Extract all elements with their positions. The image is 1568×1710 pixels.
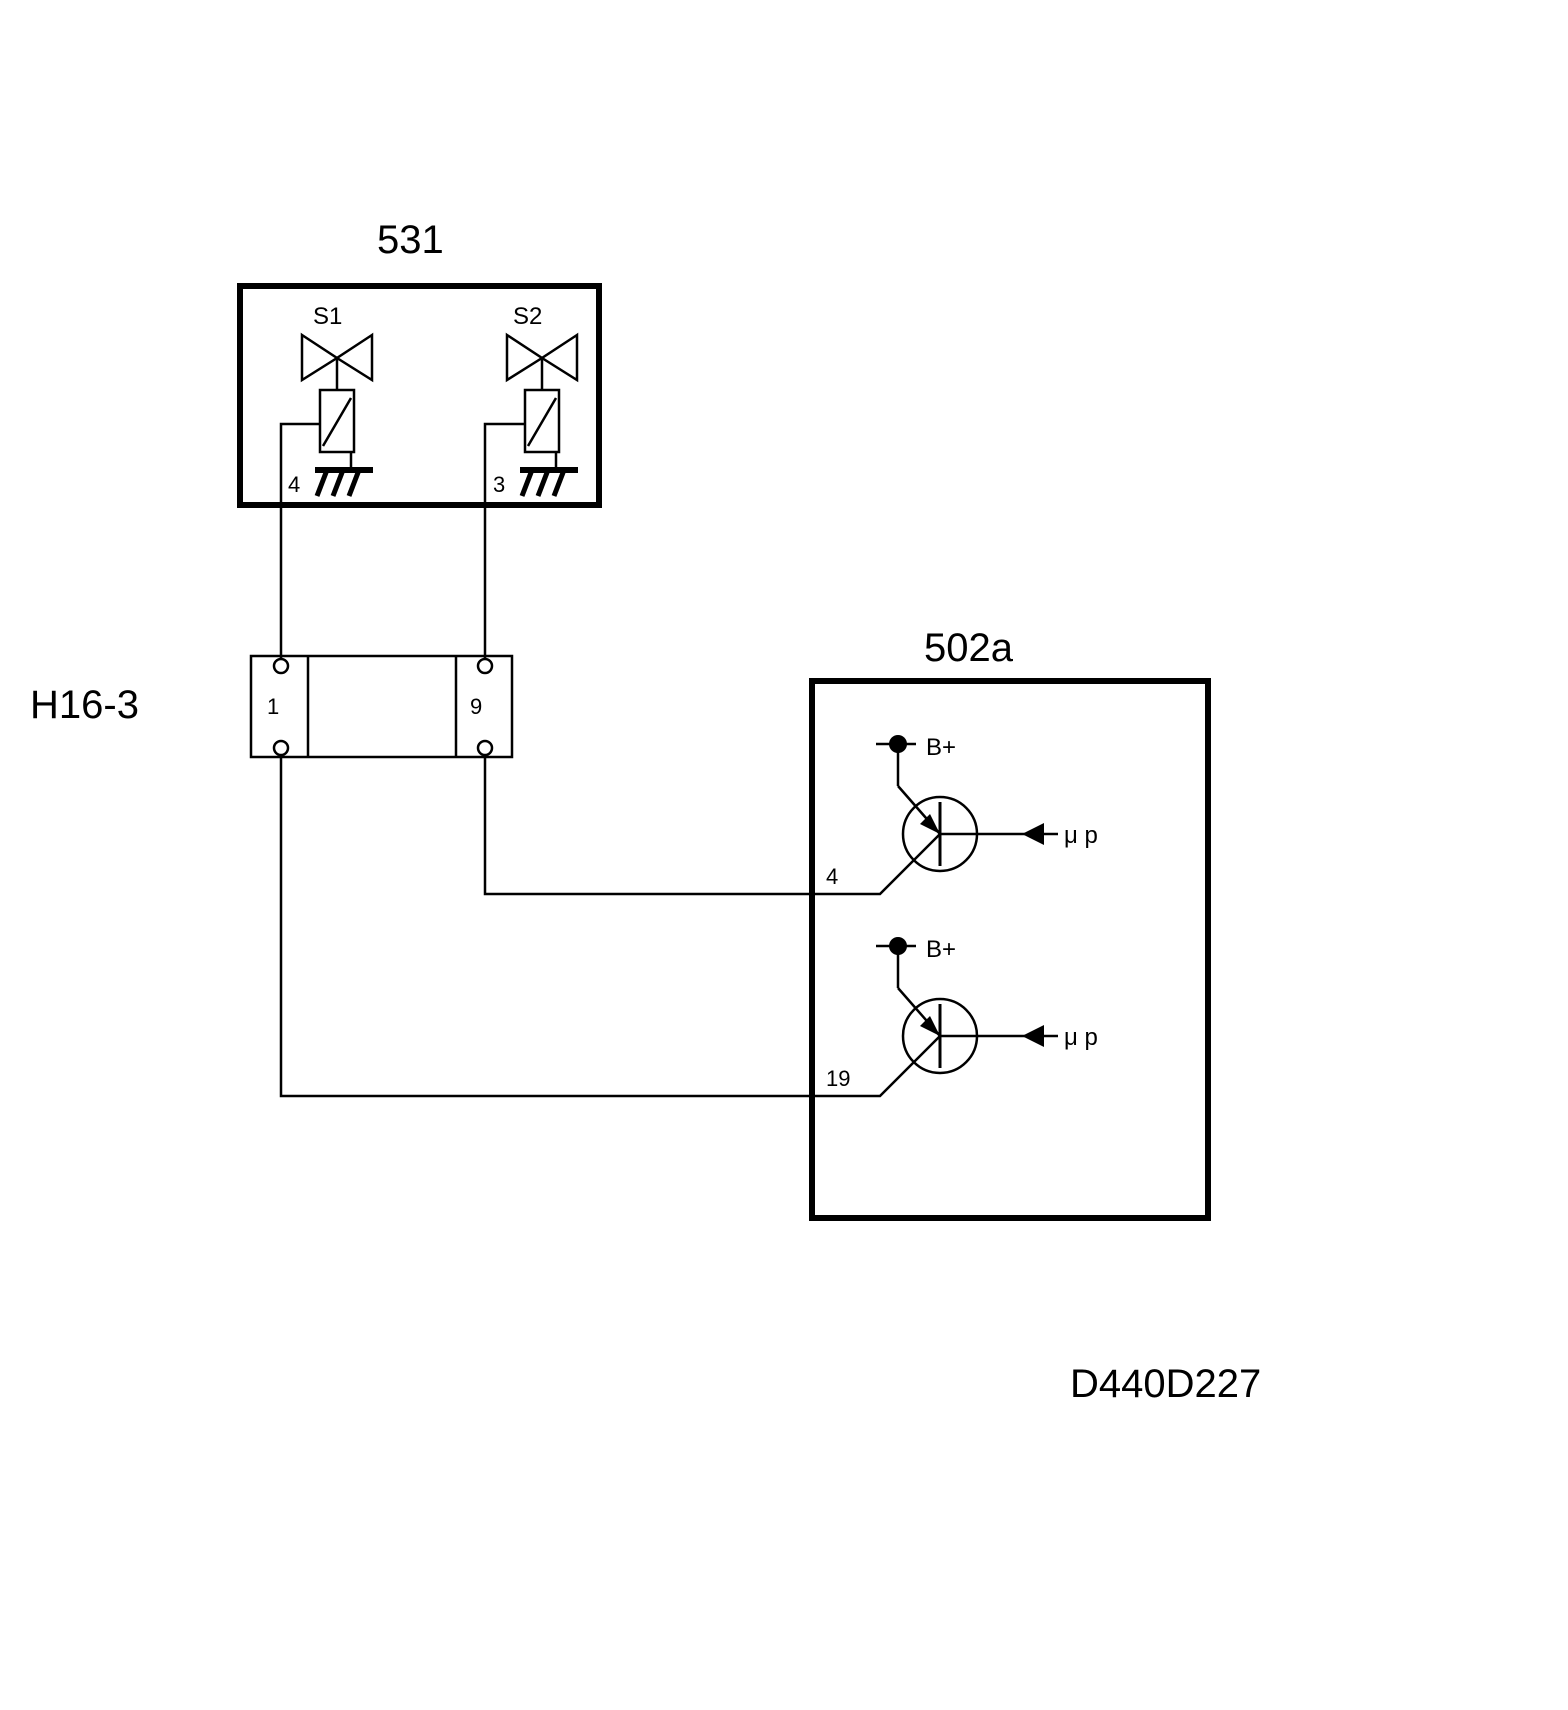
driver2-input-label: μ p (1064, 1024, 1098, 1051)
driver1-pin: 4 (826, 864, 838, 889)
control-module-label: 502a (924, 626, 1014, 670)
solenoid-valve-s1: S1 4 (279, 303, 373, 660)
driver-output-1: B+ μ p 4 (826, 733, 1098, 889)
driver2-supply-label: B+ (926, 936, 956, 963)
driver1-input-label: μ p (1064, 822, 1098, 849)
valve-s1-pin: 4 (288, 472, 300, 497)
connector-h16-3: 1 9 (249, 654, 514, 759)
solenoid-unit-label: 531 (377, 218, 444, 262)
driver1-supply-label: B+ (926, 734, 956, 761)
drawing-id: D440D227 (1070, 1362, 1261, 1406)
wire-pin1-to-pin19 (279, 755, 941, 1098)
driver2-pin: 19 (826, 1066, 850, 1091)
solenoid-valve-s2: S2 3 (483, 303, 578, 660)
valve-s2-label: S2 (513, 303, 542, 330)
solenoid-unit-box (237, 283, 602, 508)
driver-output-2: B+ μ p 19 (826, 935, 1098, 1091)
valve-s2-pin: 3 (493, 472, 505, 497)
control-module-box (809, 678, 1211, 1221)
valve-s1-label: S1 (313, 303, 342, 330)
connector-pin-9: 9 (470, 694, 482, 719)
wire-pin9-to-pin4 (483, 755, 941, 896)
connector-pin-1: 1 (267, 694, 279, 719)
connector-label: H16-3 (30, 683, 139, 727)
